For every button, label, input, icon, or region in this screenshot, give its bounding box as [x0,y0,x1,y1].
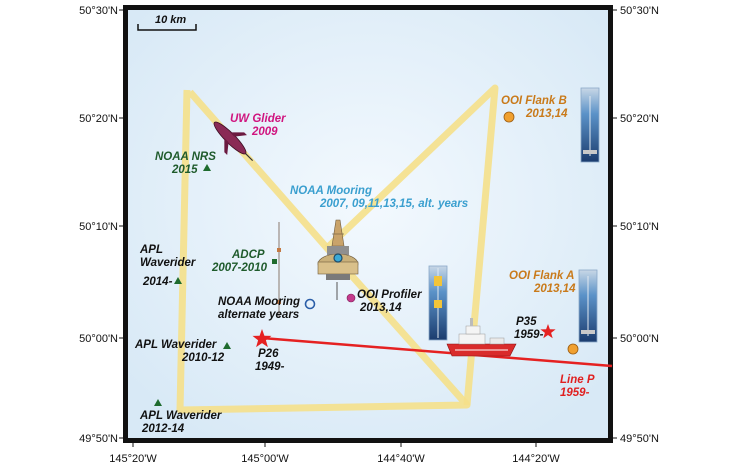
lat-label: 50°00'N [620,333,659,345]
ooi-flank-b-panel [580,87,600,163]
research-vessel-icon [446,318,517,357]
lat-label: 50°20'N [79,113,118,125]
noaa-mooring-alt-marker [304,298,316,310]
label-line: P26 [258,348,279,360]
label-line: 1959- [514,329,544,341]
label-line: 2014- [142,276,173,288]
label-line: ADCP [231,249,265,261]
apl-waverider-2014-marker [174,277,182,284]
ooi-profiler-marker [346,293,356,303]
label-line: 1949- [255,361,285,373]
label-adcp: ADCP 2007-2010 [211,249,268,274]
lat-label: 50°30'N [620,5,659,17]
lon-label: 144°20'W [512,453,560,465]
label-ooi-flank-b: OOI Flank B 2013,14 [501,95,568,120]
label-line: 2013,14 [533,283,576,295]
label-line: Waverider [140,257,196,269]
label-uw-glider: UW Glider 2009 [230,113,286,138]
label-apl-waverider-2014: APL Waverider 2014- [139,244,196,288]
lon-label: 144°40'W [377,453,425,465]
uw-glider-icon [213,121,254,162]
label-line: NOAA Mooring [218,296,300,308]
label-line: 2007-2010 [211,262,268,274]
ooi-flank-b-marker [503,111,515,123]
ooi-flank-a-panel [578,269,598,343]
label-line: 2013,14 [359,302,402,314]
lat-labels-left: 50°30'N 50°20'N 50°10'N 50°00'N 49°50'N [79,5,118,445]
label-ooi-profiler: OOI Profiler 2013,14 [357,289,422,314]
adcp-mooring-icon [277,222,281,318]
label-noaa-nrs: NOAA NRS 2015 [155,151,216,176]
scale-bar-label: 10 km [155,14,186,26]
lat-label: 50°20'N [620,113,659,125]
lon-label: 145°00'W [241,453,289,465]
lat-labels-right: 50°30'N 50°20'N 50°10'N 50°00'N 49°50'N [620,5,659,445]
lon-labels: 145°20'W 145°00'W 144°40'W 144°20'W [109,453,560,465]
apl-waverider-2010-marker [223,342,231,349]
label-line: APL [139,244,163,256]
label-line: 1959- [560,387,590,399]
label-line: P35 [516,316,537,328]
label-line: 2009 [251,126,278,138]
label-line: NOAA NRS [155,151,216,163]
label-p26: P26 1949- [255,348,285,373]
label-line: alternate years [218,309,299,321]
label-line: OOI Profiler [357,289,422,301]
lon-label: 145°20'W [109,453,157,465]
line-p [261,336,613,368]
ooi-profiler-icon [428,265,448,341]
label-line: 2013,14 [525,108,568,120]
label-line-p: Line P 1959- [560,374,595,399]
noaa-mooring-buoy-icon [317,219,359,300]
label-apl-waverider-2010: APL Waverider 2010-12 [134,339,225,364]
lat-label: 50°00'N [79,333,118,345]
label-line: NOAA Mooring [290,185,372,197]
lat-label: 49°50'N [79,433,118,445]
label-p35: P35 1959- [514,316,544,341]
label-line: UW Glider [230,113,286,125]
apl-waverider-2012-marker [154,399,162,406]
label-line: OOI Flank B [501,95,567,107]
p35-star [540,324,556,339]
label-line: 2015 [171,164,198,176]
label-line: Line P [560,374,595,386]
scale-bar: 10 km [137,14,197,31]
label-line: APL Waverider [134,339,217,351]
lat-label: 50°10'N [79,221,118,233]
label-line: 2012-14 [141,423,185,435]
lat-label: 49°50'N [620,433,659,445]
label-line: 2010-12 [181,352,225,364]
label-noaa-mooring-alt: NOAA Mooring alternate years [218,296,300,321]
glider-track-right [324,84,499,406]
label-line: APL Waverider [139,410,222,422]
label-apl-waverider-2012: APL Waverider 2012-14 [139,410,222,435]
p26-star [252,329,272,348]
lat-label: 50°10'N [620,221,659,233]
label-line: OOI Flank A [509,270,574,282]
adcp-marker [272,259,277,264]
label-noaa-mooring: NOAA Mooring 2007, 09,11,13,15, alt. yea… [290,185,468,210]
water-area [128,10,608,438]
noaa-nrs-marker [203,164,211,171]
label-line: 2007, 09,11,13,15, alt. years [319,198,468,210]
frame-ticks [119,9,617,447]
label-ooi-flank-a: OOI Flank A 2013,14 [509,270,576,295]
lat-label: 50°30'N [79,5,118,17]
ooi-flank-a-marker [567,343,579,355]
